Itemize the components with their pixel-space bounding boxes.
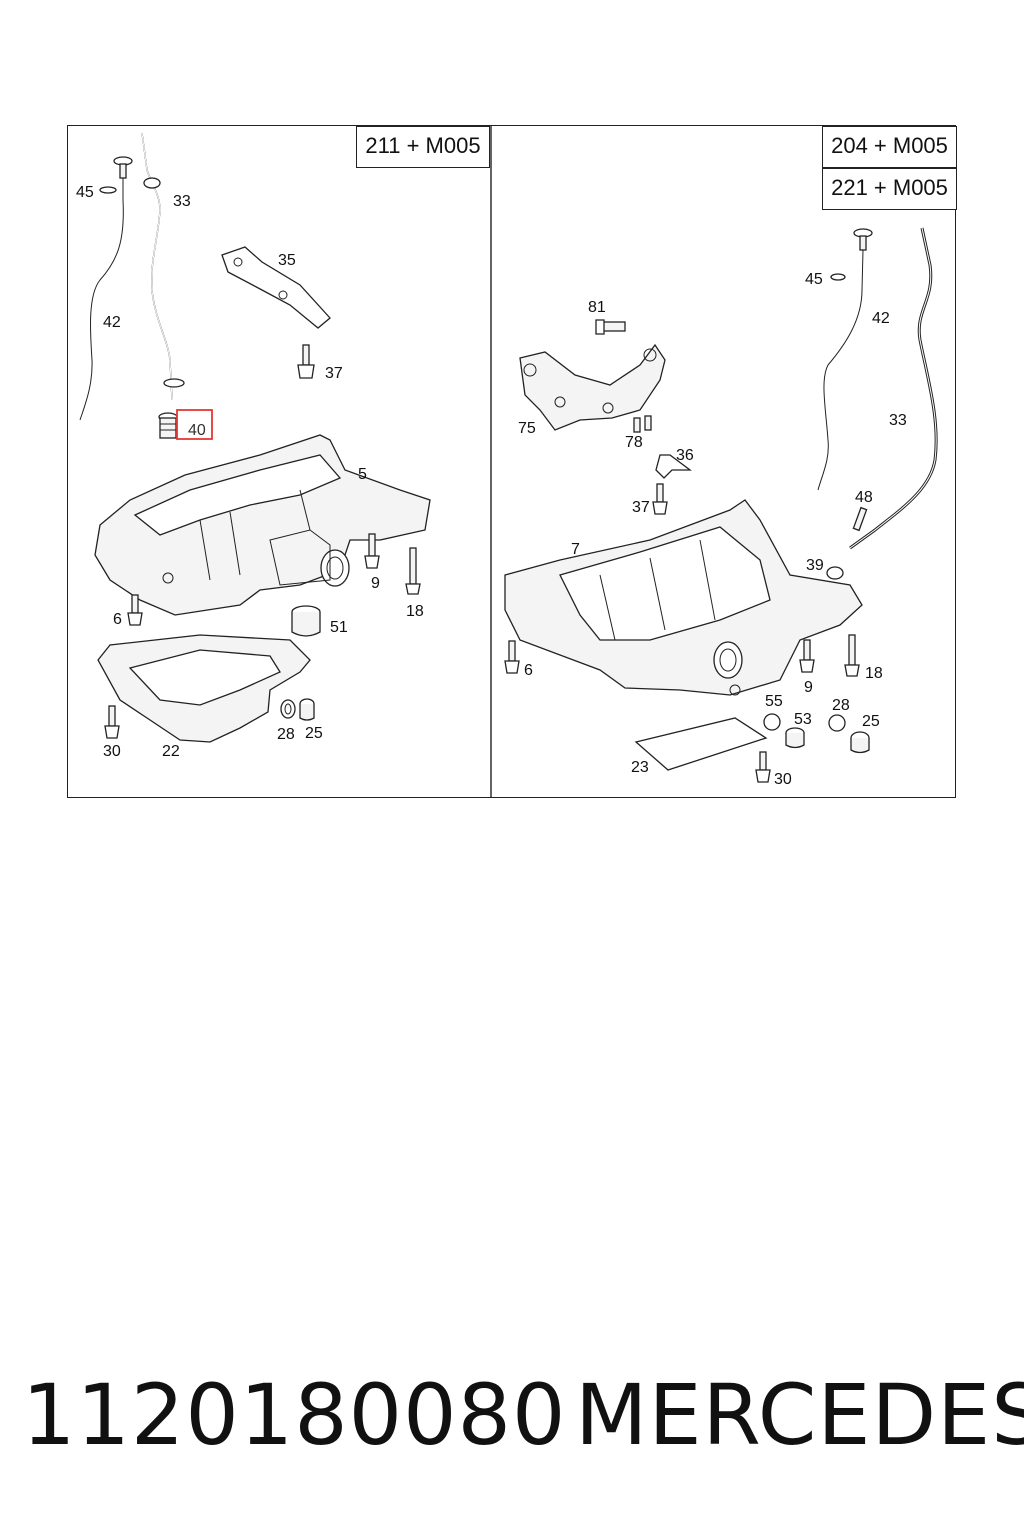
label-45: 45 [76,184,94,201]
diagram-frame [67,125,956,798]
label-45-right: 45 [805,271,823,288]
label-28: 28 [277,726,295,743]
label-18: 18 [406,603,424,620]
label-25-right: 25 [862,713,880,730]
label-48: 48 [855,489,873,506]
part-25-drain-plug-right [850,731,870,754]
part-6-bolt [127,594,143,626]
part-30-bolt-right [755,751,771,783]
label-5: 5 [358,466,367,483]
part-51-plug [291,605,321,637]
model-label-204: 204 + M005 [822,126,957,168]
model-label-211: 211 + M005 [356,126,490,168]
part-9-bolt [364,533,380,569]
label-7: 7 [571,541,580,558]
label-30: 30 [103,743,121,760]
label-55: 55 [765,693,783,710]
label-42-right: 42 [872,310,890,327]
part-39-seal [826,566,844,580]
label-40: 40 [188,422,206,439]
part-30-bolt [104,705,120,739]
label-78: 78 [625,434,643,451]
part-75-bracket [519,343,666,431]
part-37-bolt-right [652,483,668,515]
label-33: 33 [173,193,191,210]
part-5-upper-oil-pan [94,434,431,616]
part-55-washer [763,713,781,731]
label-37-right: 37 [632,499,650,516]
label-23: 23 [631,759,649,776]
label-25: 25 [305,725,323,742]
brand-name: MERCEDES [575,1366,1024,1464]
part-48-bolt [852,506,868,532]
part-18-bolt [405,547,421,595]
label-36: 36 [676,447,694,464]
part-number: 1120180080 [22,1366,567,1464]
part-18-bolt-right [844,634,860,677]
part-53-plug [785,727,805,749]
label-28-right: 28 [832,697,850,714]
part-42-dipstick [79,199,124,421]
label-9-right: 9 [804,679,813,696]
part-81-bolt [595,319,626,335]
part-36-bracket [655,454,692,479]
highlight-box-40 [176,409,213,440]
part-6-bolt-right [504,640,520,674]
label-30-right: 30 [774,771,792,788]
part-7-oil-pan [504,499,863,696]
label-6: 6 [113,611,122,628]
right-panel: 45 42 81 75 78 33 36 48 37 7 39 6 9 18 5… [504,227,938,788]
label-22: 22 [162,743,180,760]
label-33-right: 33 [889,412,907,429]
part-9-bolt-right [799,639,815,673]
part-22-lower-oil-pan [97,634,311,743]
label-81: 81 [588,299,606,316]
part-23-gasket [634,717,768,771]
label-9: 9 [371,575,380,592]
part-28-washer-right [828,714,846,732]
part-35-bracket [221,246,331,329]
part-78-dowels [633,415,652,433]
part-45-cap-right [830,228,873,291]
label-6-right: 6 [524,662,533,679]
part-37-bolt [297,344,315,379]
part-42-dipstick-right [817,289,863,491]
label-75: 75 [518,420,536,437]
label-39: 39 [806,557,824,574]
part-33-guide-tube [141,132,173,401]
label-42: 42 [103,314,121,331]
label-35: 35 [278,252,296,269]
part-45-cap [99,156,133,200]
model-label-221: 221 + M005 [822,168,957,210]
part-28-washer [280,699,296,719]
label-53: 53 [794,711,812,728]
label-18-right: 18 [865,665,883,682]
part-25-drain-plug [299,698,315,721]
parts-diagram: 45 33 35 42 37 40 5 6 9 18 51 30 22 28 2… [76,126,938,797]
left-panel: 45 33 35 42 37 40 5 6 9 18 51 30 22 28 2… [76,132,431,760]
label-51: 51 [330,619,348,636]
part-40-plug [158,412,178,439]
label-37: 37 [325,365,343,382]
